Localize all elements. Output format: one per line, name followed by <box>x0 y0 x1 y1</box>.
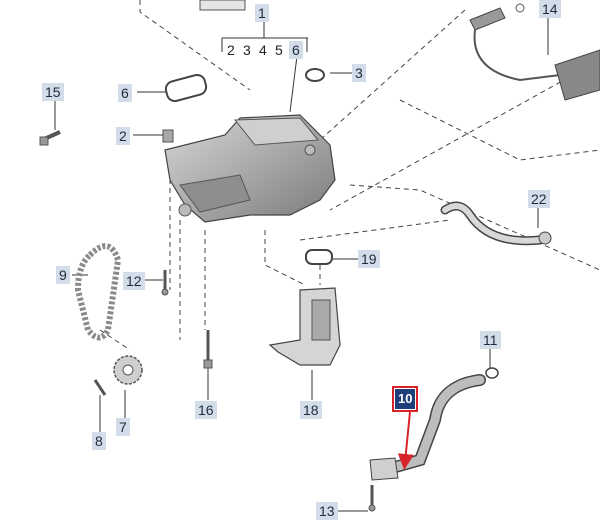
callout-16[interactable]: 16 <box>195 401 217 419</box>
group-1-item-5[interactable]: 5 <box>275 42 283 58</box>
pipe-10 <box>369 374 486 481</box>
callout-3[interactable]: 3 <box>352 64 366 82</box>
callout-19[interactable]: 19 <box>358 250 380 268</box>
drive-chain-9 <box>74 243 122 341</box>
bolt-16 <box>203 330 213 369</box>
callout-12[interactable]: 12 <box>123 272 145 290</box>
group-1-item-2[interactable]: 2 <box>227 42 235 58</box>
o-ring-11 <box>485 367 499 379</box>
o-ring-3 <box>305 68 325 82</box>
callout-7[interactable]: 7 <box>116 418 130 436</box>
group-1-item-3[interactable]: 3 <box>243 42 251 58</box>
gasket-19 <box>305 249 333 265</box>
bolt-12 <box>161 270 169 296</box>
callout-18[interactable]: 18 <box>300 401 322 419</box>
callout-13[interactable]: 13 <box>316 502 338 520</box>
screw-8 <box>93 379 107 396</box>
top-cover-part <box>199 0 246 11</box>
callout-15[interactable]: 15 <box>42 83 64 101</box>
callout-22[interactable]: 22 <box>528 190 550 208</box>
bolt-13 <box>368 485 376 512</box>
sprocket-7 <box>113 355 143 385</box>
callout-6[interactable]: 6 <box>118 84 132 102</box>
callout-2[interactable]: 2 <box>116 127 130 145</box>
gasket-6 <box>164 73 208 103</box>
sensor-14 <box>469 3 600 101</box>
pipe-22 <box>440 201 552 246</box>
callout-1[interactable]: 1 <box>255 4 269 22</box>
group-1-item-4[interactable]: 4 <box>259 42 267 58</box>
selection-arrow <box>397 411 414 470</box>
oil-pump-body <box>164 114 336 223</box>
plug-2 <box>162 129 174 143</box>
callout-9[interactable]: 9 <box>56 266 70 284</box>
callout-14[interactable]: 14 <box>539 0 561 18</box>
callout-10-selected[interactable]: 10 <box>391 386 419 412</box>
bolt-15 <box>39 130 61 146</box>
bracket-18 <box>268 287 341 366</box>
callout-11[interactable]: 11 <box>480 331 501 349</box>
leader-lines <box>54 18 549 512</box>
group-1-item-6[interactable]: 6 <box>289 41 303 59</box>
callout-8[interactable]: 8 <box>92 432 106 450</box>
